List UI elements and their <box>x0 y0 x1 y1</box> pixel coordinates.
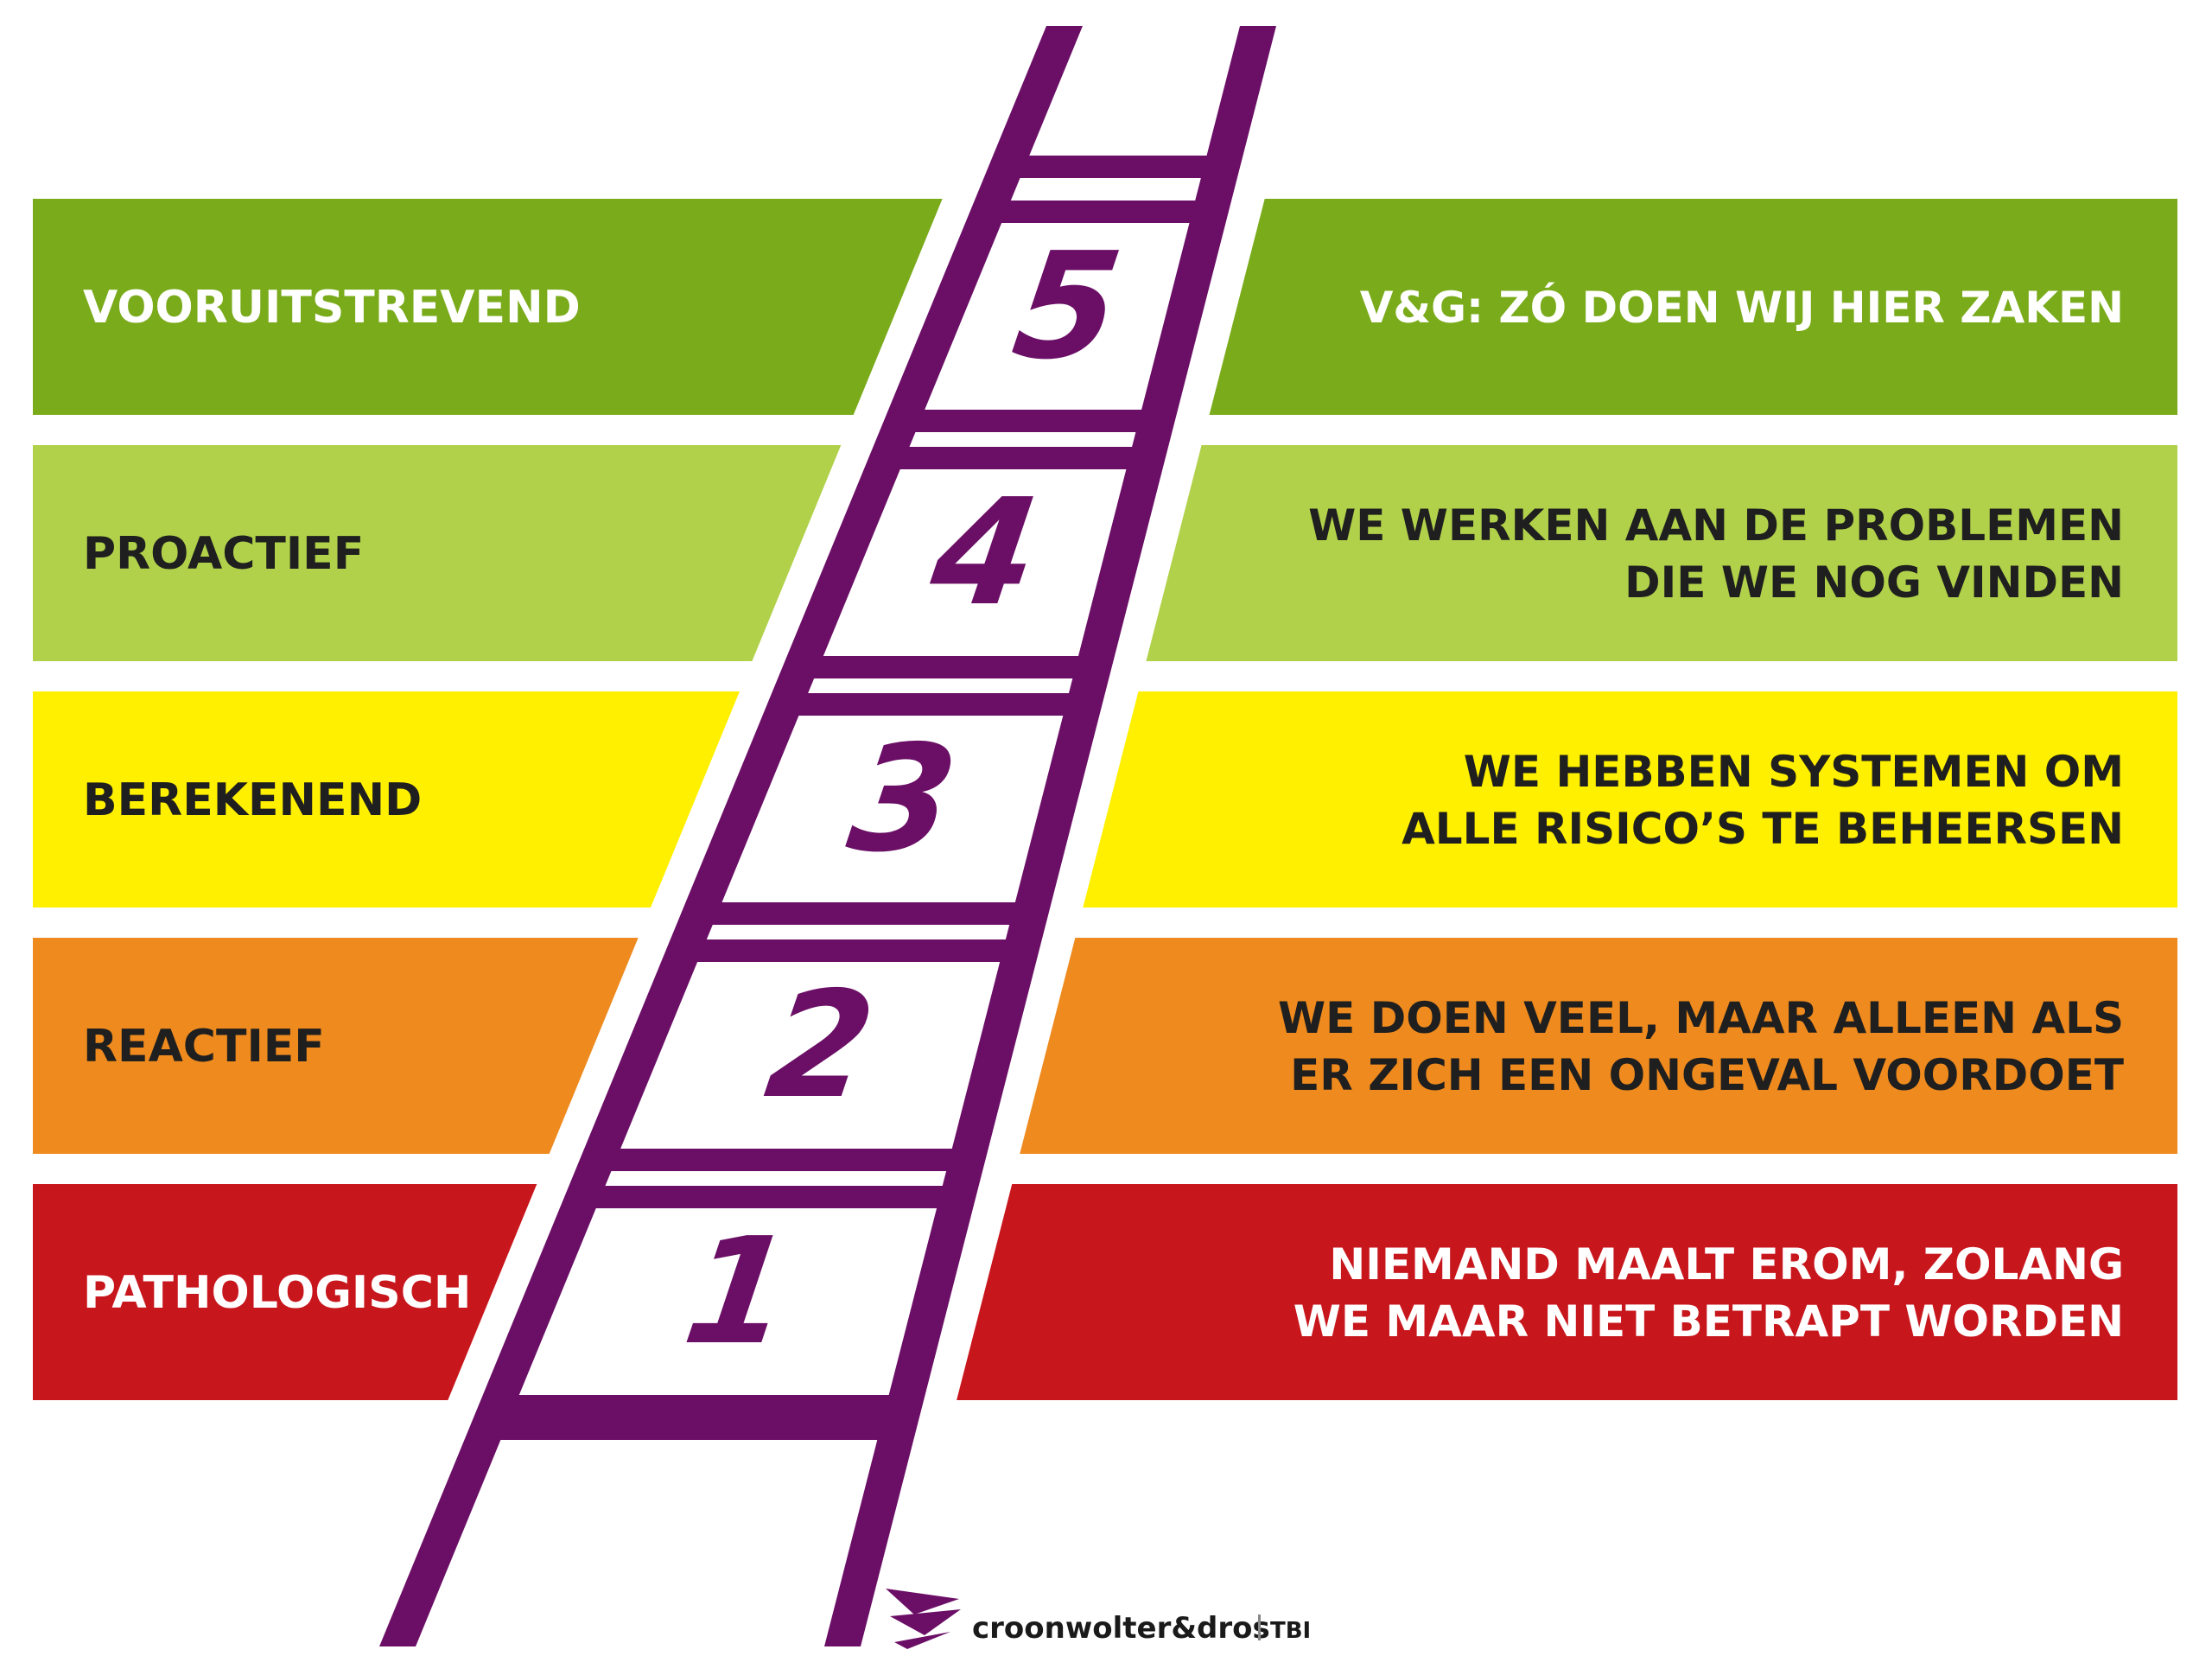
ladder-rung <box>492 1395 907 1417</box>
ladder-step-box-3 <box>701 690 1088 909</box>
ladder-rung <box>694 902 1033 925</box>
level-description-line: WE WERKEN AAN DE PROBLEMEN <box>1308 500 2124 551</box>
level-name: REACTIEF <box>83 1021 325 1073</box>
level-name: VOORUITSTREVEND <box>83 282 581 334</box>
ladder-rung <box>577 1186 961 1208</box>
logo-divider <box>1258 1614 1261 1640</box>
ladder-step-box-2 <box>599 936 1025 1156</box>
ladder-rung <box>482 1417 901 1440</box>
level-description-line: DIE WE NOG VINDEN <box>1624 557 2124 608</box>
level-band-right-2 <box>1020 938 2177 1154</box>
level-description-line: ER ZICH EEN ONGEVAL VOORDOET <box>1290 1050 2124 1100</box>
level-band-left-2 <box>33 938 639 1154</box>
level-name: BEREKENEND <box>83 774 422 826</box>
level-description-line: V&G: ZÓ DOEN WIJ HIER ZAKEN <box>1360 282 2124 333</box>
level-description-line: NIEMAND MAALT EROM, ZOLANG <box>1329 1239 2124 1290</box>
level-name: PROACTIEF <box>83 528 364 580</box>
level-band-left-1 <box>33 1184 537 1400</box>
level-band-4: PROACTIEF WE WERKEN AAN DE PROBLEMEN DIE W… <box>33 445 2177 661</box>
step-number-1: 1 <box>675 1207 801 1378</box>
level-description-line: ALLE RISICO’S TE BEHEERSEN <box>1402 804 2124 854</box>
ladder: 5 4 3 2 1 <box>379 26 1276 1646</box>
ladder-rung <box>780 693 1087 716</box>
level-band-left-3 <box>33 691 740 908</box>
level-band-right-4 <box>1146 445 2177 661</box>
level-band-left-5 <box>33 199 943 415</box>
level-band-5: VOORUITSTREVEND V&G: ZÓ DOEN WIJ HIER ZAK… <box>33 199 2177 415</box>
level-description-line: WE HEBBEN SYSTEMEN OM <box>1464 747 2124 797</box>
level-band-1: PATHOLOGISCH NIEMAND MAALT EROM, ZOLANG WE… <box>33 1184 2177 1400</box>
level-band-right-5 <box>1209 199 2177 415</box>
ladder-rail-right <box>824 26 1276 1646</box>
level-description-line: WE MAAR NIET BETRAPT WORDEN <box>1294 1296 2124 1347</box>
step-number-3: 3 <box>840 714 966 885</box>
logo-name: croonwolter&dros <box>972 1611 1270 1646</box>
step-number-4: 4 <box>921 468 1048 639</box>
ladder-step-box-1 <box>498 1182 962 1402</box>
ladder-rung <box>679 939 1024 962</box>
ladder-step-box-4 <box>802 443 1152 663</box>
level-name: PATHOLOGISCH <box>83 1267 471 1319</box>
level-description-line: WE DOEN VEEL, MAAR ALLEEN ALS <box>1278 993 2124 1043</box>
level-band-right-3 <box>1083 691 2177 908</box>
ladder-rung <box>881 447 1151 469</box>
level-band-right-1 <box>957 1184 2177 1400</box>
ladder-rung <box>796 656 1096 678</box>
step-number-2: 2 <box>758 960 884 1131</box>
level-band-3: BEREKENEND WE HEBBEN SYSTEMEN OM ALLE RISI… <box>33 691 2177 908</box>
level-band-left-4 <box>33 445 842 661</box>
step-number-5: 5 <box>1004 221 1130 392</box>
ladder-rung <box>593 1149 970 1171</box>
croonwolter-dros-logo-icon <box>886 1589 961 1649</box>
ladder-rung <box>1001 156 1225 178</box>
level-bands: VOORUITSTREVEND V&G: ZÓ DOEN WIJ HIER ZAK… <box>33 199 2177 1400</box>
ladder-rung <box>897 410 1160 432</box>
level-band-2: REACTIEF WE DOEN VEEL, MAAR ALLEEN ALS ER … <box>33 938 2177 1154</box>
logo-suffix: TBI <box>1270 1618 1311 1644</box>
ladder-rung <box>983 201 1214 223</box>
